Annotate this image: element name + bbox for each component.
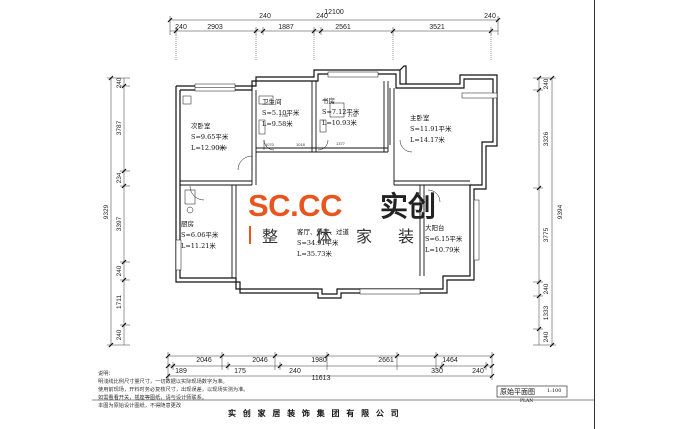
note-line: 使用前现场，开料时务必复核尺寸，出现误差，以现场实测为准。 xyxy=(98,387,249,393)
room-area: S=6.15平米 xyxy=(425,234,463,243)
room-area: S=11.91平米 xyxy=(410,124,452,133)
watermark-tagline-2: 体 xyxy=(316,227,332,246)
right-dim-4: 240 xyxy=(543,283,550,294)
bottom-dim-9: 330 xyxy=(431,368,443,375)
top-dim-5: 240 xyxy=(316,13,328,20)
room-balcony: 大阳台 S=6.15平米 L=10.79米 xyxy=(425,223,463,254)
room-living: 客厅、餐厅、过道 S=34.91平米 L=35.73米 xyxy=(297,227,350,258)
room-perimeter: L=12.90米 xyxy=(191,143,226,152)
room-area: S=34.91平米 xyxy=(297,238,339,247)
left-dim-6: 1711 xyxy=(116,295,123,309)
windows xyxy=(175,71,498,295)
note-heading: 说明： xyxy=(98,371,114,377)
drawing-title: 原始平面图 xyxy=(500,388,535,396)
inner-dim-2: 2218 xyxy=(218,145,228,150)
right-dim-3: 3775 xyxy=(543,227,550,242)
left-dim-2: 3787 xyxy=(116,120,123,135)
exterior-walls xyxy=(175,65,498,299)
watermark-tagline-1: 整 xyxy=(262,227,278,246)
watermark-tagline-4: 装 xyxy=(398,227,414,246)
inner-dim-6: 1018 xyxy=(296,142,306,147)
room-perimeter: L=14.17米 xyxy=(410,135,445,144)
left-dim-5: 240 xyxy=(116,265,123,276)
interior-walls xyxy=(180,81,470,278)
bottom-dim-7: 175 xyxy=(234,368,246,375)
company-name: 实 创 家 居 装 饰 集 团 有 限 公 司 xyxy=(228,408,401,418)
room-perimeter: L=10.79米 xyxy=(425,245,460,254)
inner-dim-1: 1377 xyxy=(336,141,346,146)
top-dimension-chain xyxy=(169,16,499,60)
room-name: 大阳台 xyxy=(425,223,445,232)
top-dim-6: 2561 xyxy=(335,24,351,31)
room-name: 卫生间 xyxy=(262,97,282,106)
bottom-total-dim: 11613 xyxy=(312,375,331,382)
note-line: 如需看看开关，插座等图纸，请与设计师联系。 xyxy=(98,395,207,401)
room-perimeter: L=35.73米 xyxy=(297,249,332,258)
room-name: 书房 xyxy=(322,96,335,105)
left-dim-4: 3397 xyxy=(116,216,123,231)
room-name: 次卧室 xyxy=(191,121,211,130)
inner-dim-3: 2738 xyxy=(279,113,289,118)
sheet-border xyxy=(594,0,595,429)
top-dim-8: 240 xyxy=(484,13,496,20)
right-dim-1: 240 xyxy=(543,78,550,89)
left-dim-1: 240 xyxy=(116,77,123,88)
room-bathroom: 卫生间 S=5.10平米 L=9.58米 xyxy=(262,97,300,128)
left-total-dim: 9329 xyxy=(103,204,110,219)
watermark-brand-cn: 实创 xyxy=(380,190,436,223)
room-area: S=6.06平米 xyxy=(181,230,219,239)
room-perimeter: L=10.93米 xyxy=(322,118,357,127)
room-kitchen: 厨房 S=6.06平米 L=11.21米 xyxy=(181,219,219,250)
left-dimension-chain xyxy=(107,77,130,346)
left-dim-3: 234 xyxy=(116,172,123,183)
bottom-dim-3: 1980 xyxy=(311,357,327,364)
watermark-tagline-3: 家 xyxy=(356,227,372,246)
room-area: S=7.12平米 xyxy=(322,107,360,116)
title-block-frame xyxy=(92,385,594,401)
room-perimeter: L=9.58米 xyxy=(262,119,293,128)
doors xyxy=(189,139,441,203)
room-area: S=9.65平米 xyxy=(191,132,229,141)
fixtures xyxy=(182,95,345,214)
note-line: 明浅线比例尺寸量尺寸，一切数据以实际现场数字为准。 xyxy=(98,379,228,385)
room-name: 客厅、餐厅、过道 xyxy=(297,227,350,236)
room-name: 主卧室 xyxy=(410,113,430,122)
inner-dim-5: 1070 xyxy=(265,142,275,147)
bottom-dim-8: 240 xyxy=(289,368,301,375)
top-dim-1: 240 xyxy=(175,24,187,31)
bottom-dim-10: 240 xyxy=(472,368,484,375)
room-second-bedroom: 次卧室 S=9.65平米 L=12.90米 xyxy=(191,121,229,152)
room-master-bedroom: 主卧室 S=11.91平米 L=14.17米 xyxy=(410,113,452,144)
right-dimension-chain xyxy=(533,77,556,346)
inner-dim-4: 2738 xyxy=(348,113,358,118)
drawing-scale: 1:100 xyxy=(547,388,562,394)
drawing-subtitle: PLAN xyxy=(520,399,534,404)
top-dim-4: 1887 xyxy=(278,24,294,31)
right-dim-2: 3326 xyxy=(543,131,550,146)
room-study: 书房 S=7.12平米 L=10.93米 xyxy=(322,96,360,127)
top-dim-2: 2903 xyxy=(207,24,223,31)
room-perimeter: L=11.21米 xyxy=(181,241,216,250)
notes-block: 说明： 明浅线比例尺寸量尺寸，一切数据以实际现场数字为准。 使用前现场，开料时务… xyxy=(98,370,248,410)
bottom-dim-6: 189 xyxy=(175,368,187,375)
right-dim-5: 1333 xyxy=(543,305,550,320)
room-name: 厨房 xyxy=(181,219,194,228)
bottom-dim-2: 2046 xyxy=(252,357,268,364)
inner-dimensions: 1377 2218 2738 2738 1070 1018 xyxy=(218,113,358,150)
bottom-dim-1: 2046 xyxy=(196,357,212,364)
top-total-dim: 12100 xyxy=(324,9,344,16)
watermark-brand: SC.CC xyxy=(248,188,342,223)
bottom-dim-4: 2661 xyxy=(378,357,394,364)
note-line: 本图为原始设计图纸，不得随意更改 xyxy=(98,403,182,409)
right-total-dim: 9394 xyxy=(557,204,564,219)
top-dim-7: 3521 xyxy=(429,24,445,31)
room-area: S=5.10平米 xyxy=(262,108,300,117)
right-dim-6: 240 xyxy=(543,331,550,342)
watermark-logo: SC.CC 实创 整 体 家 装 xyxy=(248,188,436,246)
top-dim-3: 240 xyxy=(259,13,271,20)
bottom-dim-5: 1464 xyxy=(442,357,458,364)
left-dim-7: 240 xyxy=(116,329,123,340)
